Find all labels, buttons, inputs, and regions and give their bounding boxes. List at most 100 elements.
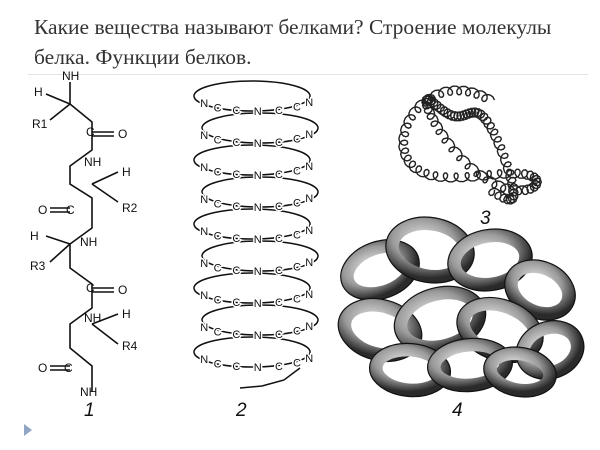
chain-group: H: [122, 307, 131, 321]
helix-atom: N: [200, 130, 208, 142]
helix-tail: [239, 367, 301, 389]
subunit-outline: [483, 346, 557, 398]
chain-group: R1: [32, 117, 48, 131]
subunit-loop: [483, 347, 557, 397]
chain-group: C: [86, 281, 95, 295]
helix-atom: N: [305, 161, 313, 173]
helix-atom: C: [275, 105, 283, 117]
chain-group: O: [118, 127, 127, 141]
chain-group: O: [38, 361, 47, 375]
helix-turn: [193, 336, 311, 368]
chain-group: H: [30, 229, 39, 243]
helix-atom: N: [305, 97, 313, 109]
helix-atom: C: [214, 102, 222, 114]
subunit-outline: [340, 239, 420, 301]
helix-atom: N: [254, 298, 262, 310]
helix-atom: N: [200, 258, 208, 270]
helix-atom: C: [232, 137, 240, 149]
chain-group: NH: [84, 311, 101, 325]
helix-atom: N: [305, 353, 313, 365]
chain-group: NH: [62, 69, 79, 83]
figure-label-2: 2: [236, 400, 247, 421]
helix-atom: C: [293, 166, 301, 178]
helix-atom: C: [275, 137, 283, 149]
helix-atom: N: [254, 330, 262, 342]
helix-turn: [201, 176, 319, 208]
helix-atom: N: [305, 257, 313, 269]
helix-atom: C: [214, 294, 222, 306]
helix-atom: N: [305, 321, 313, 333]
helix-atom: N: [200, 354, 208, 366]
helix-atom: C: [293, 198, 301, 210]
helix-atom: C: [232, 265, 240, 277]
helix-atom: C: [232, 169, 240, 181]
chain-group: R3: [30, 259, 46, 273]
slide-title: Какие вещества называют белками? Строени…: [34, 15, 552, 69]
title-divider: [28, 74, 588, 75]
helix-atom: C: [275, 201, 283, 213]
helix-atom: C: [214, 166, 222, 178]
chain-group: R4: [122, 339, 138, 353]
subunit-loop: [427, 338, 513, 392]
helix-atom: C: [214, 230, 222, 242]
coil-path: [398, 85, 543, 205]
subunit-loop: [340, 239, 420, 301]
helix-atom: C: [293, 102, 301, 114]
figure-label-3: 3: [480, 208, 491, 229]
subunit-outline: [368, 342, 452, 398]
chain-group: C: [86, 125, 95, 139]
helix-atom: C: [275, 169, 283, 181]
chain-group: C: [64, 361, 73, 375]
helix-atom: N: [254, 202, 262, 214]
helix-turn: [193, 80, 311, 112]
chain-group: O: [118, 283, 127, 297]
helix-atom: C: [214, 134, 222, 146]
figure-label-4: 4: [452, 400, 463, 421]
helix-turn: [193, 144, 311, 176]
helix-atom: C: [275, 297, 283, 309]
triangle-right-icon[interactable]: [24, 424, 32, 436]
helix-turn: [201, 240, 319, 272]
helix-atom: C: [293, 294, 301, 306]
helix-atom: C: [275, 329, 283, 341]
helix-atom: C: [293, 230, 301, 242]
helix-atom: C: [214, 198, 222, 210]
subunit-outline: [515, 320, 585, 380]
subunit-loop: [385, 217, 475, 283]
helix-atom: N: [254, 106, 262, 118]
helix-atom: C: [232, 297, 240, 309]
helix-atom: N: [305, 225, 313, 237]
subunit-outline: [385, 216, 475, 284]
helix-atom: N: [254, 170, 262, 182]
helix-atom: C: [275, 233, 283, 245]
helix-atom: N: [200, 290, 208, 302]
helix-atom: C: [232, 233, 240, 245]
chain-group: H: [34, 85, 43, 99]
helix-atom: N: [305, 193, 313, 205]
chain-group: O: [38, 203, 47, 217]
helix-atom: N: [305, 289, 313, 301]
subunit-outline: [447, 228, 533, 292]
subunit-loop: [447, 229, 533, 291]
helix-atom: C: [214, 358, 222, 370]
helix-atom: C: [214, 326, 222, 338]
helix-turn: [193, 272, 311, 304]
helix-atom: C: [214, 262, 222, 274]
helix-atom: C: [232, 329, 240, 341]
helix-atom: N: [254, 362, 262, 374]
helix-atom: C: [275, 361, 283, 373]
helix-atom: N: [200, 322, 208, 334]
helix-turn: [201, 112, 319, 144]
helix-atom: C: [232, 201, 240, 213]
helix-atom: C: [293, 326, 301, 338]
helix-atom: N: [200, 98, 208, 110]
subunit-loop: [504, 259, 576, 321]
helix-atom: C: [232, 105, 240, 117]
helix-atom: N: [254, 138, 262, 150]
figure-label-1: 1: [84, 400, 95, 421]
helix-atom: N: [254, 266, 262, 278]
